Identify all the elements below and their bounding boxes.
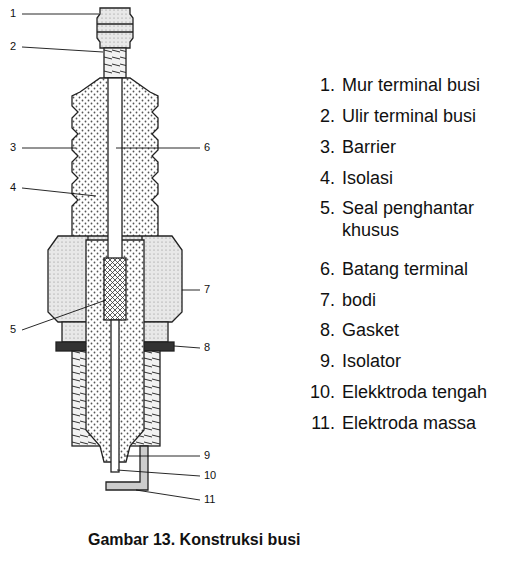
list-number: 8. <box>320 320 335 342</box>
part-name: Seal penghantar khusus <box>342 198 512 241</box>
callout-number: 11 <box>204 493 215 506</box>
part-name: Gasket <box>342 320 512 342</box>
callout-number: 6 <box>204 141 210 154</box>
part-name: Barrier <box>342 137 512 159</box>
callout-number: 8 <box>204 341 210 354</box>
callout-number: 2 <box>10 40 16 53</box>
callout-number: 1 <box>10 7 16 20</box>
list-number: 9. <box>320 351 335 373</box>
center-electrode <box>111 320 119 472</box>
list-number: 4. <box>320 168 335 190</box>
callout-number: 3 <box>10 141 16 154</box>
terminal-thread <box>104 48 126 78</box>
terminal-nut <box>97 8 133 48</box>
callout-number: 10 <box>204 469 216 482</box>
callout-number: 5 <box>10 323 16 336</box>
list-number: 2. <box>320 106 335 128</box>
callout-number: 4 <box>10 181 16 194</box>
part-name: Elekktroda tengah <box>342 382 512 404</box>
list-number: 10. <box>310 382 335 404</box>
list-number: 3. <box>320 137 335 159</box>
callout-number: 7 <box>204 283 210 296</box>
part-name: Isolasi <box>342 168 512 190</box>
list-number: 6. <box>320 259 335 281</box>
ground-electrode <box>106 446 148 490</box>
part-name: Isolator <box>342 351 512 373</box>
conductive-seal <box>104 258 126 320</box>
figure-caption: Gambar 13. Konstruksi busi <box>88 530 301 549</box>
callout-number: 9 <box>204 449 210 462</box>
list-number: 5. <box>320 198 335 220</box>
part-name: Elektroda massa <box>342 413 512 435</box>
part-name: Batang terminal <box>342 259 512 281</box>
part-name: Mur terminal busi <box>342 75 512 97</box>
list-number: 7. <box>320 290 335 312</box>
part-name: bodi <box>342 290 512 312</box>
part-name: Ulir terminal busi <box>342 106 512 128</box>
list-number: 1. <box>320 75 335 97</box>
list-number: 11. <box>311 413 335 435</box>
leader-lines <box>22 14 200 500</box>
